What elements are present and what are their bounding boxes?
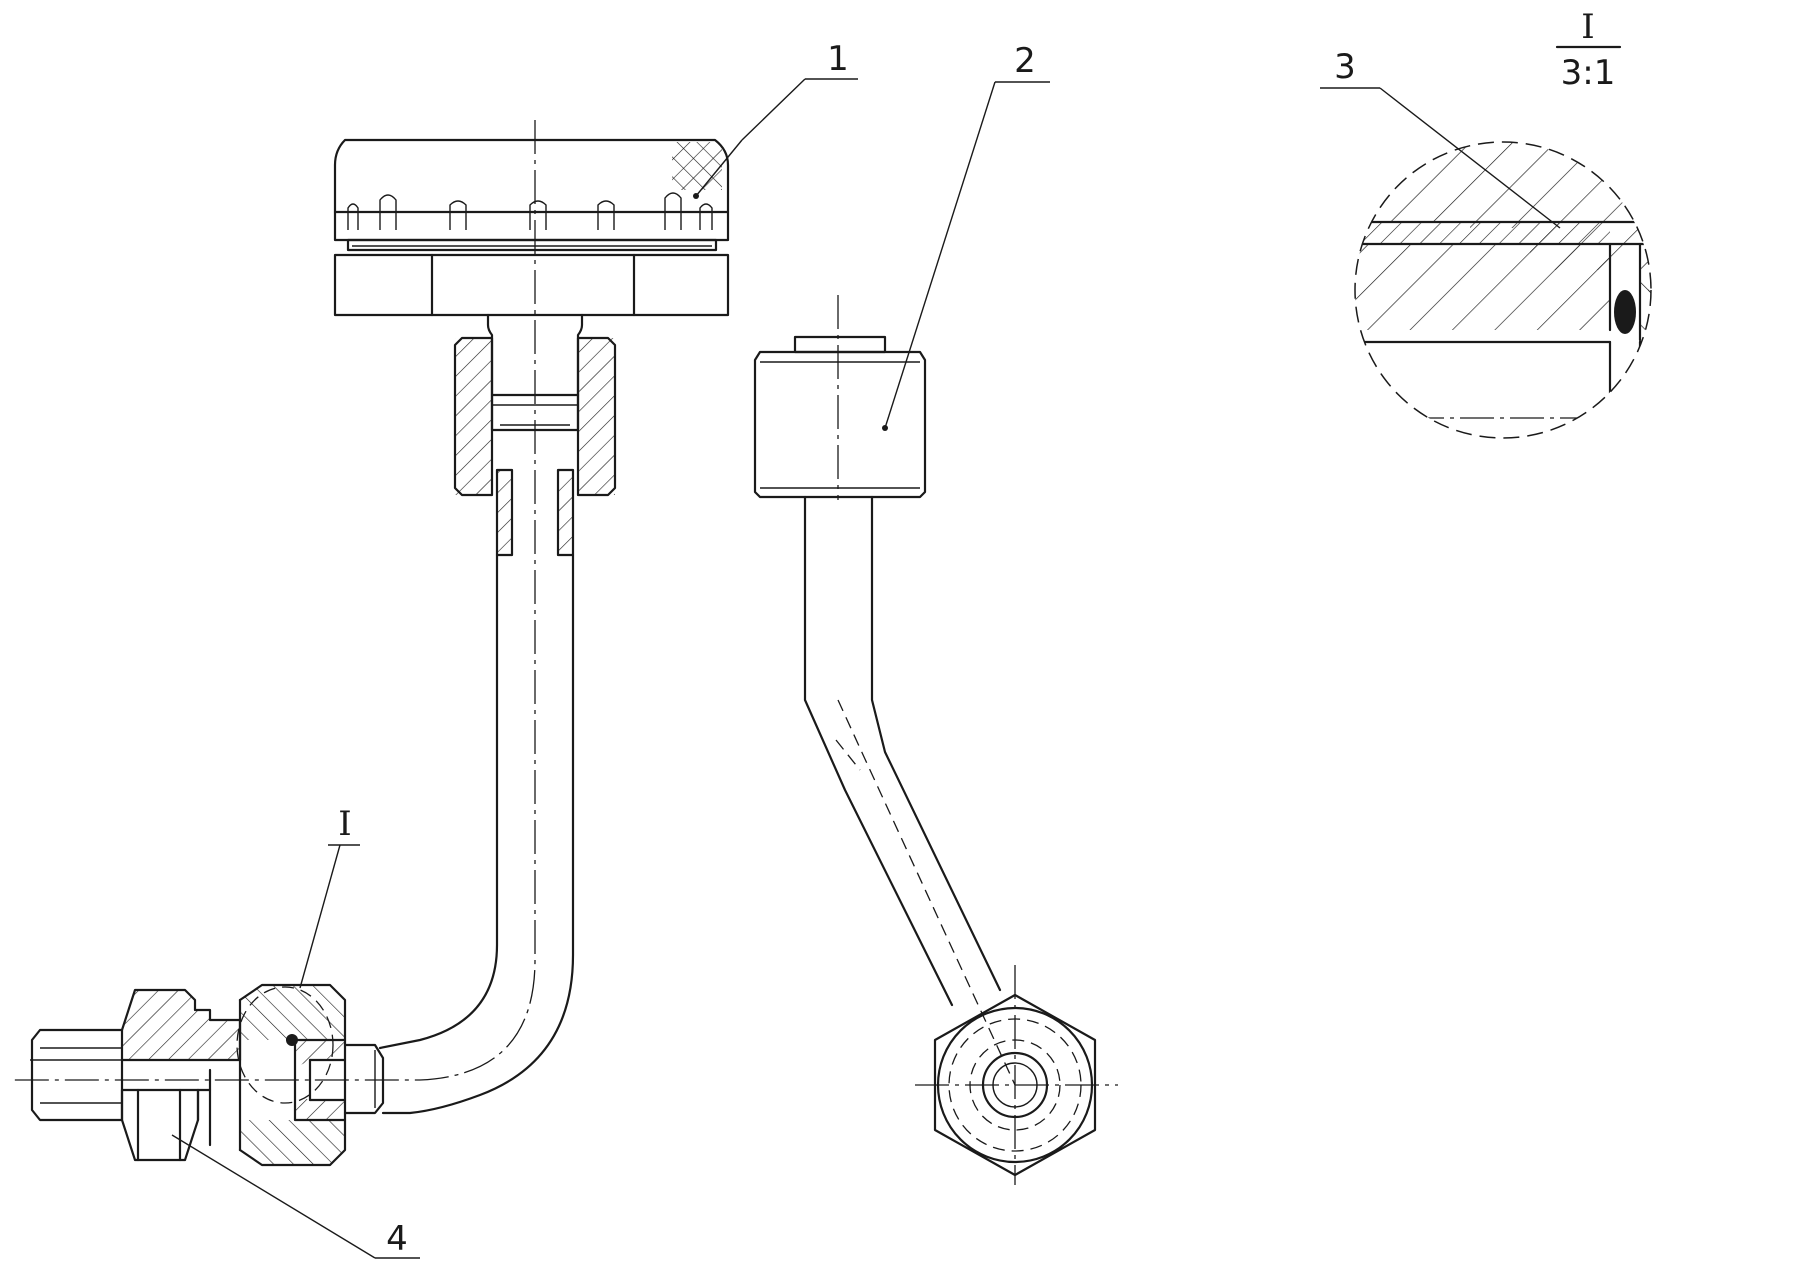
leaders xyxy=(171,45,1622,1259)
label-part-1: 1 xyxy=(827,39,849,79)
label-part-4: 4 xyxy=(386,1219,408,1259)
part-labels: 1 2 3 4 I I 3:1 xyxy=(338,7,1615,1259)
label-part-2: 2 xyxy=(1014,41,1036,81)
knurl-ribs xyxy=(347,192,713,230)
detail-view-I xyxy=(1354,141,1652,439)
side-view-assembly xyxy=(753,295,1118,1185)
hex-end-view xyxy=(915,965,1118,1185)
label-detail-ref: I xyxy=(338,804,351,844)
detail-title: I xyxy=(1581,7,1594,47)
gauge-head xyxy=(333,138,730,317)
bent-tube xyxy=(10,120,575,1115)
label-part-3: 3 xyxy=(1334,47,1356,87)
detail-scale: 3:1 xyxy=(1561,53,1616,93)
front-view-assembly xyxy=(10,120,730,1167)
elbow-fitting xyxy=(30,983,385,1167)
